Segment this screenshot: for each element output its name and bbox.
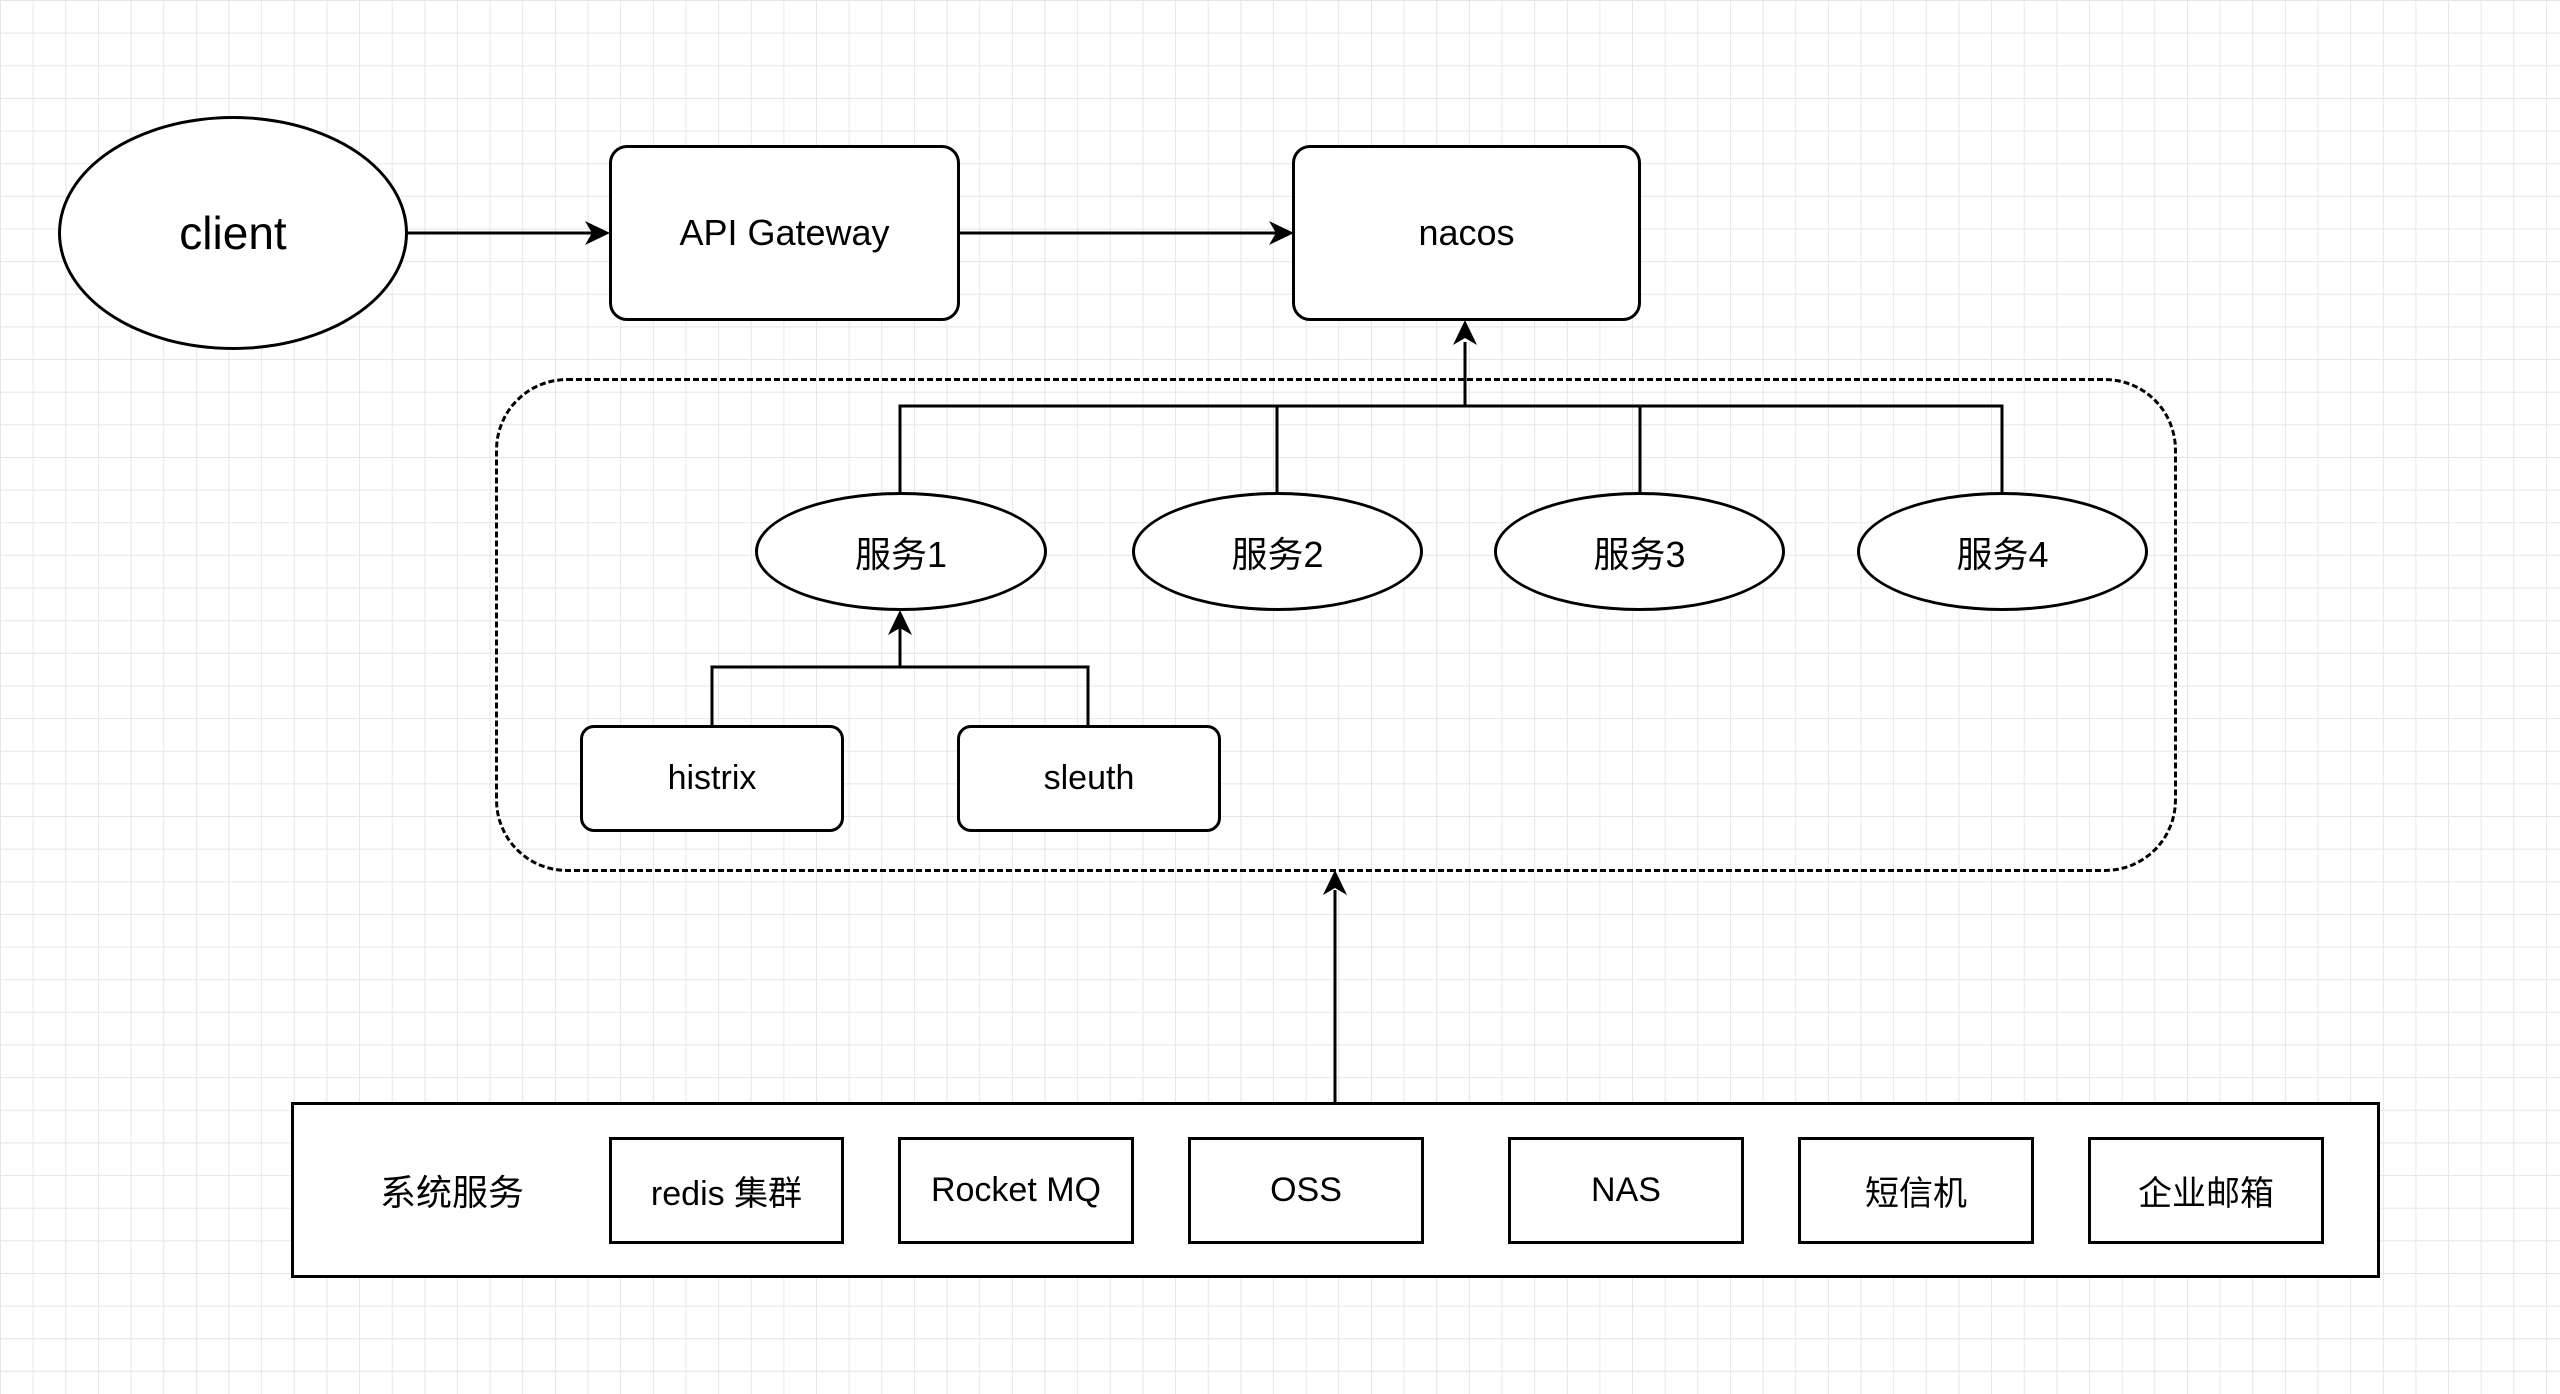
- service2-label: 服务2: [1231, 533, 1324, 575]
- histrix-node: histrix: [580, 725, 844, 832]
- system-service-email-label: 企业邮箱: [2138, 1175, 2274, 1213]
- edge-tools-to-service1: [710, 626, 1090, 725]
- edge-services-to-nacos: [898, 342, 2004, 492]
- service2-node: 服务2: [1132, 492, 1423, 611]
- service3-label: 服务3: [1593, 533, 1686, 575]
- arrowhead-service1-up: [888, 610, 912, 635]
- client-label: client: [179, 207, 287, 259]
- system-service-redis: redis 集群: [609, 1137, 844, 1244]
- service4-node: 服务4: [1857, 492, 2148, 611]
- system-service-sms-label: 短信机: [1865, 1175, 1967, 1213]
- system-service-redis-label: redis 集群: [650, 1175, 803, 1213]
- system-service-nas: NAS: [1508, 1137, 1744, 1244]
- nacos-label: nacos: [1418, 212, 1515, 253]
- arrowhead-nacos-up: [1453, 320, 1477, 345]
- histrix-label: histrix: [667, 759, 757, 797]
- service1-node: 服务1: [755, 492, 1047, 611]
- sleuth-label: sleuth: [1043, 759, 1135, 797]
- service1-label: 服务1: [854, 533, 948, 575]
- system-service-rocketmq-label: Rocket MQ: [930, 1171, 1102, 1209]
- arrowhead-nacos: [1269, 221, 1294, 245]
- arrowhead-gateway: [585, 221, 610, 245]
- system-service-oss: OSS: [1188, 1137, 1424, 1244]
- service3-node: 服务3: [1494, 492, 1785, 611]
- nacos-node: nacos: [1292, 145, 1641, 321]
- api-gateway-label: API Gateway: [679, 212, 890, 253]
- sleuth-node: sleuth: [957, 725, 1221, 832]
- system-service-nas-label: NAS: [1591, 1171, 1661, 1209]
- system-service-email: 企业邮箱: [2088, 1137, 2324, 1244]
- microservices-group: [495, 378, 2177, 872]
- system-service-rocketmq: Rocket MQ: [898, 1137, 1134, 1244]
- service4-label: 服务4: [1956, 533, 2049, 575]
- system-service-oss-label: OSS: [1270, 1171, 1342, 1209]
- system-services-label: 系统服务: [380, 1172, 525, 1213]
- system-service-sms: 短信机: [1798, 1137, 2034, 1244]
- api-gateway-node: API Gateway: [609, 145, 960, 321]
- arrowhead-group-up: [1323, 870, 1347, 895]
- client-node: client: [58, 116, 408, 350]
